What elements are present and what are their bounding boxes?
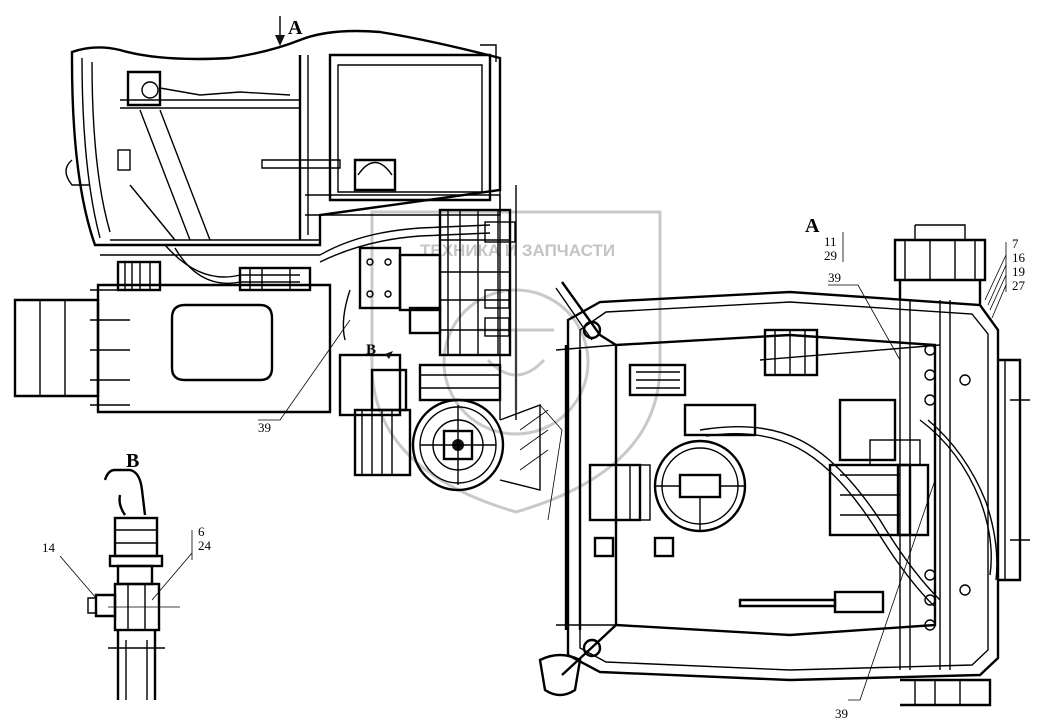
b-marker-label: B [366, 342, 376, 358]
plan-view-cab [538, 224, 1030, 707]
detail-b [87, 468, 180, 700]
callout-39-top: 39 [828, 270, 841, 285]
callout-14: 14 [42, 540, 56, 555]
hydraulic-assembly [338, 185, 563, 521]
callout-29: 29 [824, 248, 837, 263]
callout-11: 11 [824, 234, 837, 249]
side-view-cab [13, 29, 502, 414]
plan-a-label: A [805, 215, 820, 237]
view-a-label: A [288, 17, 303, 39]
callout-16: 16 [1012, 250, 1026, 265]
callout-39-bottom: 39 [835, 706, 848, 721]
callout-6: 6 [198, 524, 205, 539]
leader-lines [59, 16, 1007, 701]
callout-39-left: 39 [258, 420, 271, 435]
labels: A A B B 39 11 29 39 7 16 19 27 39 14 6 2… [42, 17, 1026, 721]
watermark: ТЕХНИКА И ЗАПЧАСТИ [370, 210, 662, 514]
detail-b-label: B [126, 450, 139, 472]
callout-24: 24 [198, 538, 212, 553]
watermark-text: ТЕХНИКА И ЗАПЧАСТИ [420, 241, 615, 260]
callout-19: 19 [1012, 264, 1025, 279]
callout-27: 27 [1012, 278, 1026, 293]
callout-7: 7 [1012, 236, 1019, 251]
